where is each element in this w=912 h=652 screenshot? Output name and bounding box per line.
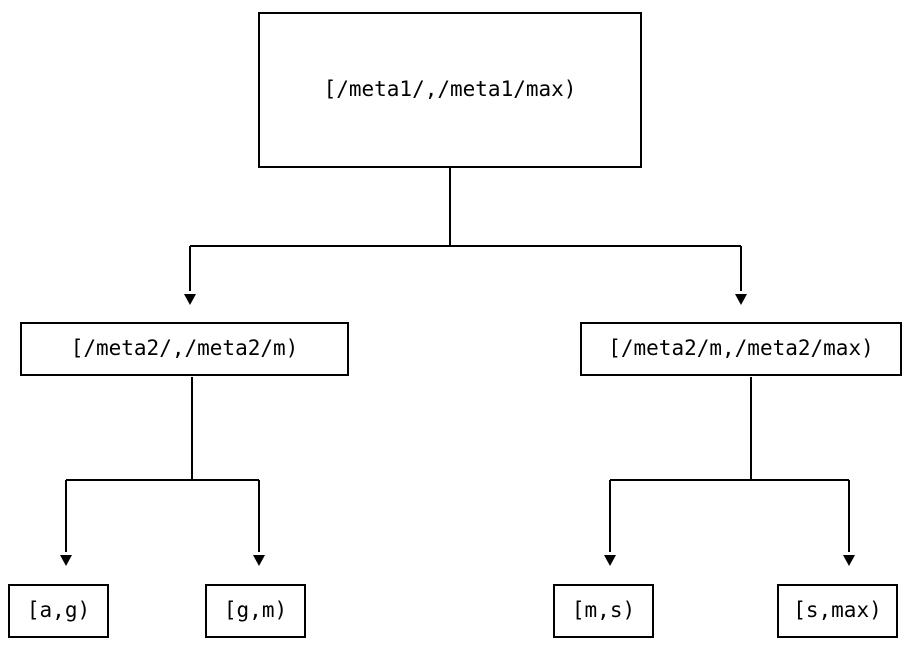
tree-node-leaf-a-g[interactable]: [a,g) xyxy=(8,584,109,638)
arrowhead-to-leaf-s-max xyxy=(843,555,855,566)
tree-node-leaf-a-g-label: [a,g) xyxy=(26,598,91,623)
arrowhead-to-meta2-low xyxy=(184,294,196,305)
tree-node-root[interactable]: [/meta1/,/meta1/max) xyxy=(258,12,642,168)
tree-node-leaf-g-m[interactable]: [g,m) xyxy=(205,584,306,638)
arrowhead-to-leaf-g-m xyxy=(253,555,265,566)
tree-node-root-label: [/meta1/,/meta1/max) xyxy=(323,77,577,102)
tree-node-meta2-high[interactable]: [/meta2/m,/meta2/max) xyxy=(580,322,902,376)
arrowhead-to-leaf-m-s xyxy=(604,555,616,566)
tree-node-leaf-g-m-label: [g,m) xyxy=(223,598,288,623)
tree-node-leaf-s-max[interactable]: [s,max) xyxy=(777,584,898,638)
tree-node-leaf-m-s[interactable]: [m,s) xyxy=(553,584,654,638)
arrowhead-to-meta2-high xyxy=(735,294,747,305)
tree-node-leaf-s-max-label: [s,max) xyxy=(793,598,882,623)
tree-node-leaf-m-s-label: [m,s) xyxy=(571,598,636,623)
tree-node-meta2-high-label: [/meta2/m,/meta2/max) xyxy=(608,336,874,361)
tree-node-meta2-low-label: [/meta2/,/meta2/m) xyxy=(70,336,299,361)
arrowhead-to-leaf-a-g xyxy=(60,555,72,566)
tree-node-meta2-low[interactable]: [/meta2/,/meta2/m) xyxy=(20,322,349,376)
